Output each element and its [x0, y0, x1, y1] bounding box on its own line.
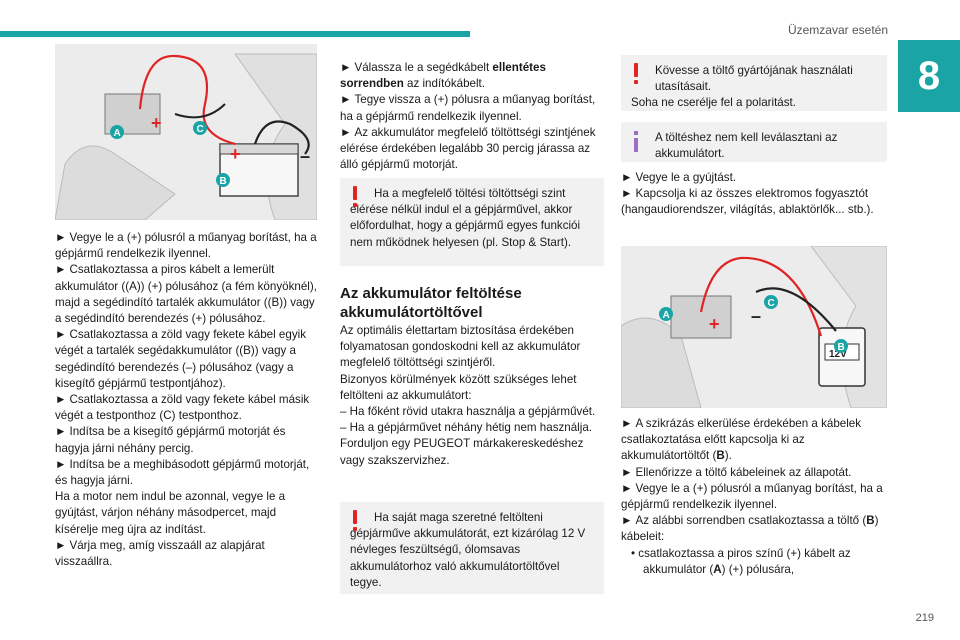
jump-start-illustration: + + – A C B: [55, 44, 317, 220]
col1-paragraph-5: ►Indítsa be a kisegítő gépjármű motorját…: [55, 425, 286, 455]
col3-step-6: ►Az alábbi sorrendben csatlakoztassa a t…: [621, 514, 879, 544]
arrow-icon: ►: [621, 171, 633, 184]
arrow-icon: ►: [55, 263, 67, 277]
col3-step-5: ►Vegye le a (+) pólusról a műanyag borít…: [621, 481, 883, 512]
warning-icon: [631, 63, 641, 85]
col3-step-2: ►Kapcsolja ki az összes elektromos fogya…: [621, 187, 874, 217]
figure1-minus: –: [300, 146, 310, 166]
section-heading: Az akkumulátor feltöltése akkumulátortöl…: [340, 285, 522, 321]
arrow-icon: ►: [340, 93, 352, 107]
col1-paragraph-3: ►Csatlakoztassa a zöld vagy fekete kábel…: [55, 328, 306, 390]
col2-paragraph-2: ►Tegye vissza a (+) pólusra a műanyag bo…: [340, 93, 596, 123]
arrow-icon: ►: [55, 328, 67, 342]
figure2-minus: –: [751, 306, 761, 326]
arrow-icon: ►: [621, 481, 633, 495]
col2-body: Az optimális élettartam biztosítása érde…: [340, 324, 596, 467]
arrow-icon: ►: [621, 417, 633, 430]
chapter-badge: 8: [898, 40, 960, 112]
col1-last-paragraph: ►Várja meg, amíg visszaáll az alapjárat …: [55, 538, 265, 569]
warning-icon: [350, 186, 360, 208]
figure2-label-a: A: [663, 310, 670, 321]
arrow-icon: ►: [621, 187, 633, 201]
charger-label: 12V: [829, 349, 847, 360]
figure1-label-c: C: [197, 124, 204, 135]
charger-diagram: 12V + – A C B: [621, 246, 887, 408]
col1-text: ►Vegye le a (+) pólusról a műanyag borít…: [55, 230, 317, 570]
figure1-plus: +: [151, 113, 162, 133]
warning-box-2: Ha saját maga szeretné feltölteni gépjár…: [340, 502, 604, 594]
col1-paragraph-2: ►Csatlakoztassa a piros kábelt a lemerül…: [55, 263, 317, 326]
arrow-icon: ►: [55, 393, 67, 407]
arrow-icon: ►: [55, 425, 67, 439]
col3-steps-top: ►Vegye le a gyújtást. ►Kapcsolja ki az ö…: [621, 170, 887, 219]
arrow-icon: ►: [340, 125, 352, 139]
col1-paragraph-6: ►Indítsa be a meghibásodott gépjármű mot…: [55, 457, 310, 488]
info-box: A töltéshez nem kell leválasztani az akk…: [621, 122, 887, 162]
section-title: Üzemzavar esetén: [787, 23, 888, 37]
info-icon: [631, 131, 641, 153]
arrow-icon: ►: [621, 514, 633, 528]
col3-steps-bottom: ►A szikrázás elkerülése érdekében a kábe…: [621, 416, 887, 578]
col3-sub-step-1: • csatlakoztassa a piros színű (+) kábel…: [631, 546, 851, 576]
warning-box-1: Ha a megfelelő töltési töltöttségi szint…: [340, 178, 604, 266]
col2-intro: ►Válassza le a segédkábelt ellentétes so…: [340, 60, 604, 173]
col1-paragraph-1: ►Vegye le a (+) pólusról a műanyag borít…: [55, 231, 317, 261]
col3-step-4: ►Ellenőrizze a töltő kábeleinek az állap…: [621, 465, 887, 481]
figure2-plus: +: [709, 314, 720, 334]
warning-box-3: Kövesse a töltő gyártójának használati u…: [621, 55, 887, 111]
figure1-plus-2: +: [230, 144, 241, 164]
col2-paragraph-3: ►Az akkumulátor megfelelő töltöttségi sz…: [340, 125, 596, 172]
charger-illustration: 12V + – A C B: [621, 246, 887, 408]
col1-paragraph-4: ►Csatlakoztassa a zöld vagy fekete kábel…: [55, 393, 310, 423]
jump-start-diagram: + + – A C B: [55, 44, 317, 220]
arrow-icon: ►: [621, 465, 633, 479]
bullet-icon: •: [631, 546, 636, 560]
arrow-icon: ►: [55, 231, 67, 244]
col1-plain-text: Ha a motor nem indul be azonnal, vegye l…: [55, 490, 286, 536]
figure1-label-a: A: [114, 128, 121, 139]
col3-step-1: ►Vegye le a gyújtást.: [621, 170, 887, 186]
arrow-icon: ►: [55, 538, 67, 552]
col3-step-3: ►A szikrázás elkerülése érdekében a kábe…: [621, 417, 862, 463]
figure1-label-b: B: [220, 176, 227, 187]
figure2-label-c: C: [768, 298, 775, 309]
warning-icon: [350, 510, 360, 532]
arrow-icon: ►: [340, 61, 352, 74]
arrow-icon: ►: [55, 457, 67, 471]
figure2-label-b: B: [838, 342, 845, 353]
header-accent-bar: [0, 31, 470, 37]
page-number: 219: [915, 612, 934, 624]
col2-paragraph-1: ►Válassza le a segédkábelt ellentétes so…: [340, 61, 546, 91]
